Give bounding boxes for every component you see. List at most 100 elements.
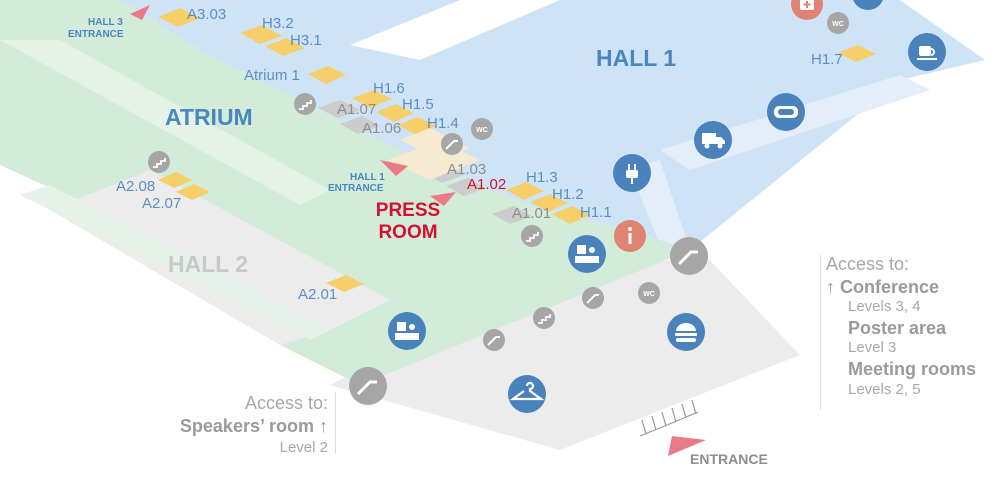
hall-1-entrance-label-line1: HALL 1 bbox=[350, 172, 385, 183]
access-title: Access to: bbox=[826, 254, 910, 274]
hall-corner-icon bbox=[853, 0, 883, 10]
access-divider-right bbox=[820, 255, 821, 410]
room-h17[interactable] bbox=[838, 45, 876, 62]
ground-floor-area bbox=[330, 250, 800, 450]
access-info-right: Access to: ↑ Conference Levels 3, 4 Post… bbox=[826, 253, 976, 399]
escalator-icon[interactable] bbox=[670, 237, 708, 275]
first-aid-icon[interactable] bbox=[791, 0, 823, 20]
hall-1-area[interactable] bbox=[120, 0, 985, 250]
access-item-speakers-room: Speakers’ room ↑ bbox=[179, 416, 328, 437]
room-label-a208: A2.08 bbox=[116, 178, 155, 195]
wc-icon[interactable]: WC bbox=[827, 12, 849, 34]
access-info-left: Access to: Speakers’ room ↑ Level 2 bbox=[150, 392, 328, 457]
escalator-icon[interactable] bbox=[582, 287, 604, 309]
room-label-a303: A3.03 bbox=[187, 6, 226, 23]
wc-icon[interactable]: WC bbox=[471, 118, 493, 140]
hall-1-label: HALL 1 bbox=[596, 45, 676, 71]
room-label-a107: A1.07 bbox=[337, 101, 376, 118]
escalator-icon[interactable] bbox=[441, 133, 463, 155]
room-h11[interactable] bbox=[552, 206, 590, 224]
room-a201[interactable] bbox=[326, 275, 364, 292]
svg-text:WC: WC bbox=[476, 127, 488, 134]
main-entrance-arrow bbox=[668, 436, 706, 456]
room-a303[interactable] bbox=[158, 8, 200, 27]
room-label-h12: H1.2 bbox=[552, 186, 584, 203]
room-label-h14: H1.4 bbox=[427, 115, 459, 132]
cafe-icon[interactable] bbox=[908, 33, 946, 71]
atrium-label: ATRIUM bbox=[165, 104, 253, 130]
atrium-area[interactable] bbox=[0, 0, 690, 385]
stairs-icon[interactable] bbox=[294, 93, 316, 115]
escalator-icon[interactable] bbox=[349, 367, 387, 405]
hall-1-entrance-label-line2: ENTRANCE bbox=[328, 183, 384, 194]
cloakroom-hanger-icon[interactable] bbox=[508, 375, 546, 413]
room-a102[interactable] bbox=[446, 178, 486, 196]
hall-2-area[interactable] bbox=[50, 170, 390, 345]
room-h32[interactable] bbox=[240, 25, 282, 44]
access-item-poster-area: Poster area bbox=[848, 317, 947, 338]
delivery-truck-icon[interactable] bbox=[694, 121, 732, 159]
room-label-atrium1: Atrium 1 bbox=[244, 67, 300, 84]
room-label-a106: A1.06 bbox=[362, 120, 401, 137]
press-room-line1: PRESS bbox=[375, 200, 441, 221]
power-plug-icon[interactable] bbox=[613, 154, 651, 192]
access-item-meeting-rooms: Meeting rooms bbox=[848, 359, 977, 379]
stairs-icon[interactable] bbox=[533, 307, 555, 329]
entrance-doors bbox=[639, 399, 699, 437]
access-levels-meeting-rooms: Levels 2, 5 bbox=[848, 380, 921, 398]
room-h15[interactable] bbox=[376, 104, 414, 122]
room-a107[interactable] bbox=[318, 100, 360, 118]
room-label-h13: H1.3 bbox=[526, 169, 558, 186]
registration-desk-icon[interactable] bbox=[568, 235, 606, 273]
access-levels-speakers-room: Level 2 bbox=[279, 439, 328, 457]
registration-desk-icon[interactable] bbox=[388, 312, 426, 350]
room-label-h11: H1.1 bbox=[580, 204, 612, 221]
room-a207[interactable] bbox=[176, 184, 210, 200]
info-icon[interactable] bbox=[614, 220, 646, 252]
room-atrium1[interactable] bbox=[308, 66, 346, 84]
stairs-icon[interactable] bbox=[148, 151, 170, 173]
room-label-h32: H3.2 bbox=[262, 15, 294, 32]
svg-text:WC: WC bbox=[643, 291, 655, 298]
atrium-walkway bbox=[0, 40, 330, 205]
room-label-a207: A2.07 bbox=[142, 195, 181, 212]
up-arrow-icon: ↑ bbox=[826, 276, 835, 297]
room-label-a201: A2.01 bbox=[298, 286, 337, 303]
room-label-a103: A1.03 bbox=[447, 161, 486, 178]
press-entrance-arrow bbox=[430, 192, 456, 206]
access-levels-conference: Levels 3, 4 bbox=[848, 298, 921, 315]
up-arrow-icon: ↑ bbox=[319, 416, 328, 437]
hall-3-entrance-label-line2: ENTRANCE bbox=[68, 29, 124, 40]
hall-3-entrance-label-line1: HALL 3 bbox=[88, 17, 123, 28]
hall-1-void bbox=[350, 0, 560, 60]
stairs-icon[interactable] bbox=[521, 225, 543, 247]
access-divider-left bbox=[335, 392, 336, 454]
room-h31[interactable] bbox=[265, 38, 305, 56]
hall-2-strip bbox=[20, 185, 330, 340]
hall-3-entrance-arrow bbox=[130, 5, 150, 20]
room-h13[interactable] bbox=[506, 182, 544, 200]
press-room-line2: ROOM bbox=[378, 222, 438, 243]
burger-food-icon[interactable] bbox=[667, 313, 705, 351]
room-h16[interactable] bbox=[352, 90, 392, 108]
room-label-a101: A1.01 bbox=[512, 205, 551, 222]
room-a208[interactable] bbox=[158, 172, 192, 188]
room-a106[interactable] bbox=[340, 116, 380, 134]
wc-icon[interactable]: WC bbox=[638, 282, 660, 304]
main-entrance-label: ENTRANCE bbox=[690, 451, 768, 467]
room-label-h16: H1.6 bbox=[373, 80, 405, 97]
svg-text:WC: WC bbox=[832, 21, 844, 28]
vr-headset-icon[interactable] bbox=[767, 93, 805, 131]
access-levels-poster-area: Level 3 bbox=[848, 339, 897, 357]
room-h12[interactable] bbox=[530, 194, 568, 212]
room-h14[interactable] bbox=[398, 117, 436, 135]
escalator-icon[interactable] bbox=[483, 329, 505, 351]
room-a101[interactable] bbox=[492, 206, 532, 224]
hall-2-label: HALL 2 bbox=[168, 251, 248, 277]
room-label-h15: H1.5 bbox=[402, 96, 434, 113]
access-title: Access to: bbox=[244, 393, 328, 413]
room-blocks bbox=[158, 8, 876, 292]
room-label-h31: H3.1 bbox=[290, 32, 322, 49]
room-label-h17: H1.7 bbox=[811, 51, 843, 68]
